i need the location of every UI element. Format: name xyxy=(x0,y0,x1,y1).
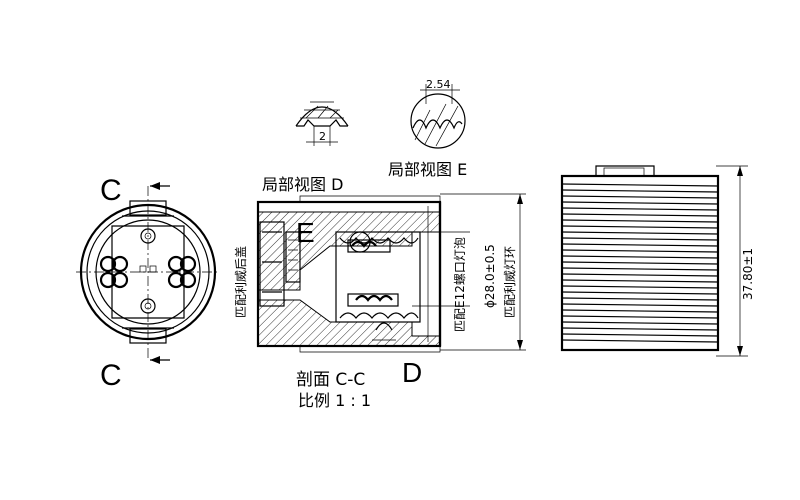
detail-e-view xyxy=(410,84,466,149)
thread-ridge xyxy=(561,321,719,325)
diameter-dimension-lines xyxy=(412,193,526,351)
thread-ridge xyxy=(561,237,719,241)
thread-ridge xyxy=(561,225,719,229)
thread-ridge xyxy=(561,207,719,211)
thread-ridge xyxy=(561,249,719,253)
thread-ridge xyxy=(561,183,719,187)
front-end-view xyxy=(76,182,220,364)
thread-ridge xyxy=(561,303,719,307)
diameter-dimension: ϕ28.0±0.5 xyxy=(483,244,497,308)
section-c-c-view xyxy=(256,195,442,353)
thread-ridge xyxy=(561,231,719,235)
thread-ridge xyxy=(561,195,719,199)
thread-ridge xyxy=(561,219,719,223)
thread-ridge xyxy=(561,255,719,259)
thread-ridge xyxy=(561,201,719,205)
height-dimension xyxy=(716,165,748,357)
marker-e: E xyxy=(296,217,315,248)
thread-ridge xyxy=(561,333,719,337)
thread-ridge xyxy=(561,273,719,277)
vertical-note-left: 匹配利威后盖 xyxy=(234,246,248,318)
detail-e-dimension: 2.54 xyxy=(426,78,451,91)
thread-ridge xyxy=(561,339,719,343)
thread-ridge xyxy=(561,279,719,283)
marker-d: D xyxy=(402,357,422,388)
section-letter-bottom: C xyxy=(100,359,122,392)
height-dimension-label: 37.80±1 xyxy=(741,248,755,300)
detail-d-dimension: 2 xyxy=(319,130,326,143)
thread-ridge xyxy=(561,309,719,313)
thread-ridge xyxy=(561,327,719,331)
detail-d-title: 局部视图 D xyxy=(262,175,343,194)
detail-d-view xyxy=(295,101,349,146)
thread-ridge xyxy=(561,297,719,301)
detail-e-title: 局部视图 E xyxy=(388,160,467,179)
vertical-note-right: 匹配利威灯环 xyxy=(503,246,517,318)
thread-ridge xyxy=(561,315,719,319)
thread-ridge xyxy=(561,213,719,217)
vertical-note-center: 匹配E12螺口灯泡 xyxy=(453,237,467,332)
thread-ridge xyxy=(561,243,719,247)
thread-ridge xyxy=(561,189,719,193)
section-title: 剖面 C-C xyxy=(296,370,365,390)
thread-ridge xyxy=(561,291,719,295)
thread-ridge xyxy=(561,261,719,265)
section-letter-top: C xyxy=(100,174,122,207)
scale-label: 比例 1 : 1 xyxy=(298,391,371,410)
side-threaded-view xyxy=(560,165,720,352)
thread-ridge xyxy=(561,285,719,289)
thread-ridge xyxy=(561,267,719,271)
